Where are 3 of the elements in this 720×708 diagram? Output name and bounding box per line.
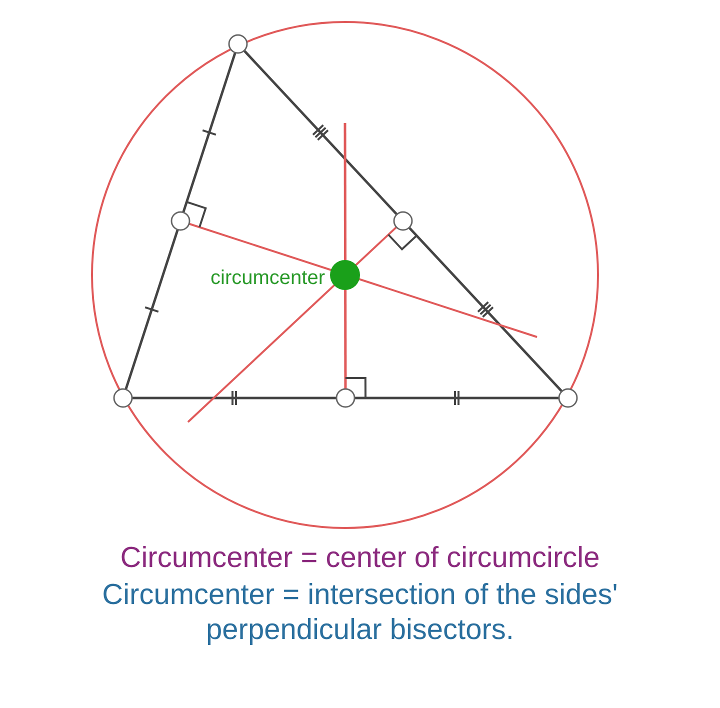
caption-text: Circumcenter = intersection of the sides' perpendicular bisectors.	[101, 578, 619, 648]
caption-line: Circumcenter = center of circumcircle	[119, 541, 601, 576]
point-label: circumcenter	[210, 266, 325, 290]
